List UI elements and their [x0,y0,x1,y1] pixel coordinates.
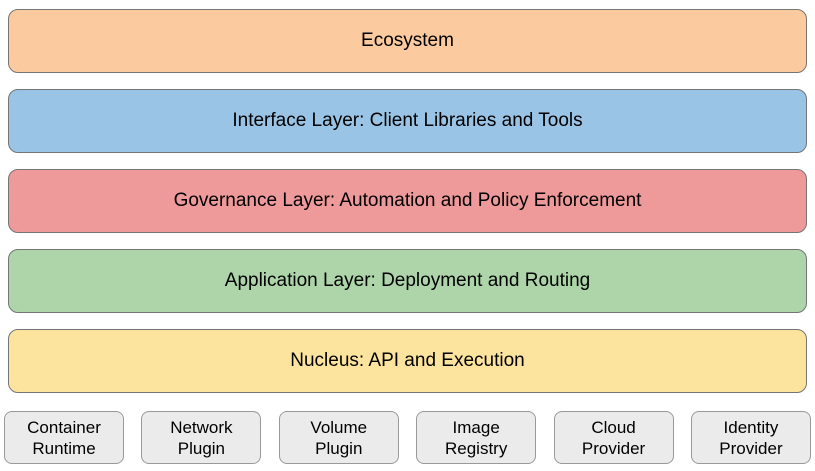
layer-nucleus-label: Nucleus: API and Execution [290,349,525,371]
layer-interface: Interface Layer: Client Libraries and To… [8,89,807,153]
provider-identity-provider-label: Identity Provider [719,417,783,458]
layer-application-label: Application Layer: Deployment and Routin… [224,269,591,291]
provider-network-plugin-label: Network Plugin [170,417,233,458]
provider-container-runtime: Container Runtime [4,411,124,464]
provider-volume-plugin: Volume Plugin [278,411,399,464]
provider-cloud-provider: Cloud Provider [553,411,674,464]
provider-identity-provider: Identity Provider [690,411,811,464]
layer-ecosystem: Ecosystem [8,9,807,73]
layer-nucleus: Nucleus: API and Execution [8,329,807,393]
provider-container-runtime-label: Container Runtime [27,417,101,458]
layer-ecosystem-label: Ecosystem [361,29,454,51]
provider-cloud-provider-label: Cloud Provider [581,417,646,458]
provider-row: Container Runtime Network Plugin Volume … [4,411,811,464]
layer-governance-label: Governance Layer: Automation and Policy … [173,189,642,211]
layer-interface-label: Interface Layer: Client Libraries and To… [232,109,583,131]
provider-image-registry: Image Registry [416,411,537,464]
layer-governance: Governance Layer: Automation and Policy … [8,169,807,233]
provider-network-plugin: Network Plugin [141,411,262,464]
layer-application: Application Layer: Deployment and Routin… [8,249,807,313]
provider-volume-plugin-label: Volume Plugin [310,417,368,458]
provider-image-registry-label: Image Registry [444,417,508,458]
